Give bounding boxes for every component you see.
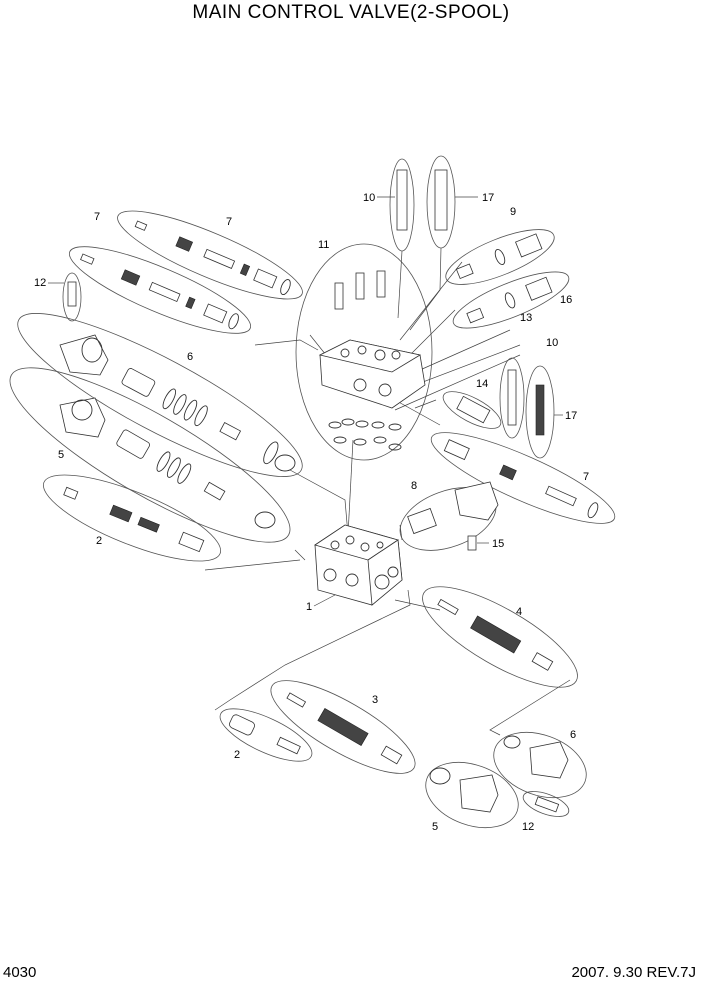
callout-13: 13 bbox=[520, 312, 532, 324]
callout-17-right: 17 bbox=[565, 410, 577, 422]
callout-12-upper: 12 bbox=[34, 277, 46, 289]
ellipse-7-upper bbox=[117, 210, 303, 300]
ellipse-17-right bbox=[525, 365, 555, 459]
callout-2-upper: 2 bbox=[96, 535, 102, 547]
ellipse-7-right bbox=[430, 432, 616, 524]
ellipse-6-lower bbox=[493, 731, 587, 799]
callout-6-lower: 6 bbox=[570, 729, 576, 741]
callout-16: 16 bbox=[560, 294, 572, 306]
group-ellipses bbox=[9, 155, 616, 829]
valve-body-main bbox=[314, 524, 403, 606]
callout-7-right: 7 bbox=[583, 471, 589, 483]
ellipse-16 bbox=[452, 271, 570, 329]
leader-lines bbox=[204, 247, 571, 736]
callout-4: 4 bbox=[516, 606, 522, 618]
callout-17-top: 17 bbox=[482, 192, 494, 204]
page-number: 4030 bbox=[3, 964, 37, 981]
ellipse-2-upper bbox=[42, 474, 222, 562]
ellipse-9 bbox=[445, 229, 555, 285]
callout-8: 8 bbox=[411, 480, 417, 492]
callout-10-top: 10 bbox=[363, 192, 375, 204]
callout-15: 15 bbox=[492, 538, 504, 550]
ellipse-4 bbox=[422, 586, 578, 688]
callout-6-upper: 6 bbox=[187, 351, 193, 363]
ellipse-3 bbox=[270, 680, 416, 774]
valve-body-upper bbox=[318, 270, 426, 451]
ellipse-7-lower bbox=[68, 246, 252, 334]
exploded-parts bbox=[59, 169, 599, 813]
ellipse-10-right bbox=[499, 357, 525, 439]
callout-2-lower: 2 bbox=[234, 749, 240, 761]
ellipse-12-upper bbox=[62, 272, 82, 322]
ellipse-5-upper bbox=[9, 367, 291, 543]
revision-date: 2007. 9.30 REV.7J bbox=[571, 964, 696, 981]
callout-11: 11 bbox=[318, 239, 329, 251]
diagram-title: MAIN CONTROL VALVE(2-SPOOL) bbox=[192, 2, 510, 23]
callout-12-lower: 12 bbox=[522, 821, 534, 833]
callout-9: 9 bbox=[510, 206, 516, 218]
ellipse-14 bbox=[442, 391, 502, 429]
callout-5-upper: 5 bbox=[58, 449, 64, 461]
callout-1: 1 bbox=[306, 601, 312, 613]
ellipse-11 bbox=[295, 243, 433, 461]
ellipse-2-lower bbox=[219, 708, 313, 762]
callouts: 10 17 9 7 7 11 16 12 13 10 6 14 17 5 7 8… bbox=[34, 192, 589, 833]
callout-14: 14 bbox=[476, 378, 488, 390]
callout-5-lower: 5 bbox=[432, 821, 438, 833]
callout-3: 3 bbox=[372, 694, 378, 706]
callout-7-upper: 7 bbox=[226, 216, 232, 228]
ellipse-12-lower bbox=[522, 791, 570, 817]
ellipse-6-upper bbox=[17, 313, 303, 477]
ellipse-5-lower bbox=[425, 761, 519, 829]
callout-7-lower: 7 bbox=[94, 211, 100, 223]
callout-10-right: 10 bbox=[546, 337, 558, 349]
